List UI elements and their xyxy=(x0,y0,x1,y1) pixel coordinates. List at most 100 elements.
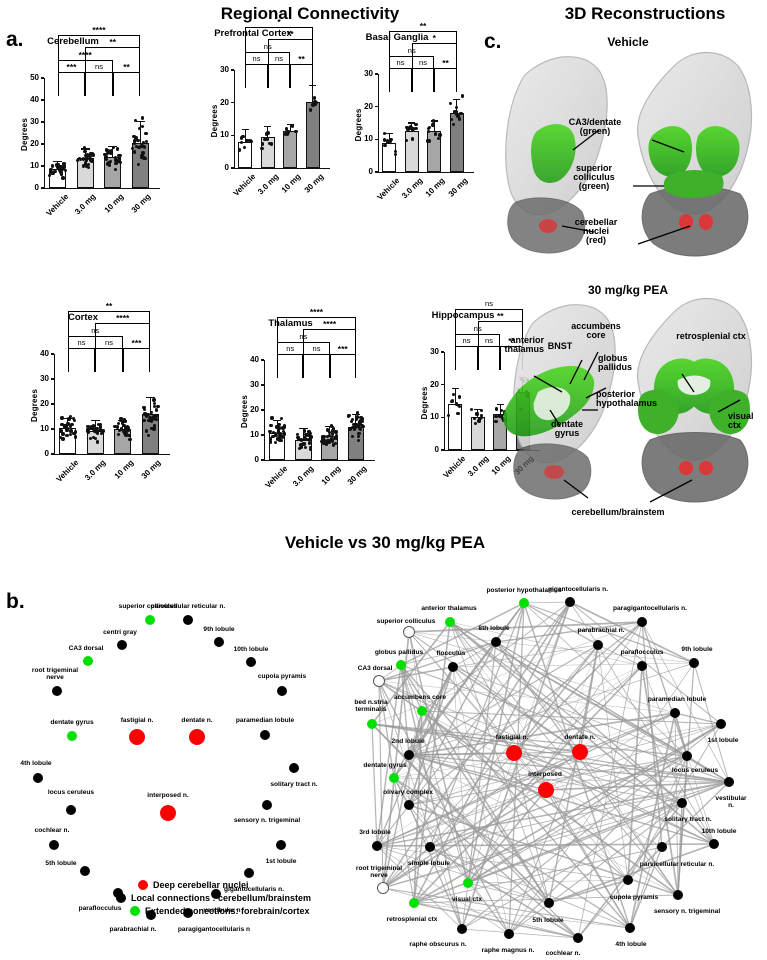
network-node-label: 10th lobule xyxy=(233,646,269,653)
significance-label: **** xyxy=(323,319,337,329)
data-point xyxy=(98,425,102,429)
network-node[interactable] xyxy=(565,597,575,607)
network-node[interactable] xyxy=(372,841,382,851)
network-node[interactable] xyxy=(276,840,286,850)
network-node[interactable] xyxy=(593,640,603,650)
data-point xyxy=(313,103,318,107)
network-node[interactable] xyxy=(724,777,734,787)
network-node[interactable] xyxy=(625,923,635,933)
data-point xyxy=(72,418,77,423)
data-point xyxy=(148,415,152,420)
x-axis xyxy=(444,450,540,452)
network-node[interactable] xyxy=(377,882,389,894)
network-node[interactable] xyxy=(396,660,406,670)
network-node[interactable] xyxy=(214,637,224,647)
network-node[interactable] xyxy=(211,889,221,899)
data-point xyxy=(382,131,387,136)
network-node[interactable] xyxy=(183,908,193,918)
network-node-label: globus pallidus xyxy=(374,649,424,656)
network-node[interactable] xyxy=(244,868,254,878)
network-node[interactable] xyxy=(404,750,414,760)
data-point xyxy=(145,412,150,417)
network-node[interactable] xyxy=(146,910,156,920)
data-point xyxy=(456,404,461,408)
data-point xyxy=(271,434,275,439)
network-node[interactable] xyxy=(277,686,287,696)
network-node[interactable] xyxy=(67,731,77,741)
data-point xyxy=(410,126,414,130)
network-node[interactable] xyxy=(49,840,59,850)
network-node[interactable] xyxy=(183,615,193,625)
network-node[interactable] xyxy=(80,866,90,876)
error-bar xyxy=(149,397,151,414)
network-node[interactable] xyxy=(403,626,415,638)
data-point xyxy=(331,427,336,431)
network-node[interactable] xyxy=(117,640,127,650)
network-node[interactable] xyxy=(716,719,726,729)
network-node[interactable] xyxy=(367,719,377,729)
network-node[interactable] xyxy=(404,800,414,810)
network-node[interactable] xyxy=(189,729,205,745)
network-node[interactable] xyxy=(260,730,270,740)
error-cap xyxy=(272,420,282,422)
label-bnst: BNST xyxy=(547,341,573,351)
data-point xyxy=(352,427,357,431)
network-node[interactable] xyxy=(160,805,176,821)
network-node[interactable] xyxy=(262,800,272,810)
network-node[interactable] xyxy=(289,763,299,773)
network-node[interactable] xyxy=(623,875,633,885)
network-node[interactable] xyxy=(33,773,43,783)
data-point xyxy=(448,101,453,105)
network-node[interactable] xyxy=(670,708,680,718)
network-node[interactable] xyxy=(445,617,455,627)
network-node[interactable] xyxy=(409,898,419,908)
data-point xyxy=(265,137,269,141)
data-point xyxy=(107,161,111,165)
network-node[interactable] xyxy=(544,898,554,908)
network-node[interactable] xyxy=(417,706,427,716)
network-node[interactable] xyxy=(463,878,473,888)
network-node[interactable] xyxy=(637,617,647,627)
data-point xyxy=(134,145,138,149)
data-point xyxy=(302,429,307,433)
data-point xyxy=(118,418,122,423)
network-node[interactable] xyxy=(83,656,93,666)
network-node[interactable] xyxy=(373,675,385,687)
network-node[interactable] xyxy=(519,598,529,608)
y-tick xyxy=(40,99,44,101)
data-point xyxy=(326,438,330,443)
network-node[interactable] xyxy=(682,751,692,761)
network-node[interactable] xyxy=(52,686,62,696)
significance-label: ** xyxy=(286,29,294,39)
network-node[interactable] xyxy=(538,782,554,798)
panel-letter-c: c. xyxy=(484,30,502,53)
network-node[interactable] xyxy=(572,744,588,760)
data-point xyxy=(260,142,264,146)
data-point xyxy=(152,404,156,409)
y-tick-label: 0 xyxy=(44,449,49,458)
network-node[interactable] xyxy=(677,798,687,808)
network-node[interactable] xyxy=(637,661,647,671)
network-node[interactable] xyxy=(491,637,501,647)
network-node[interactable] xyxy=(425,842,435,852)
significance-bracket xyxy=(389,30,457,92)
network-node[interactable] xyxy=(129,729,145,745)
network-node[interactable] xyxy=(448,662,458,672)
network-node[interactable] xyxy=(389,773,399,783)
network-node[interactable] xyxy=(709,839,719,849)
network-node[interactable] xyxy=(657,842,667,852)
network-node[interactable] xyxy=(673,890,683,900)
network-node[interactable] xyxy=(504,929,514,939)
network-node[interactable] xyxy=(573,933,583,943)
data-point xyxy=(154,414,158,418)
y-tick xyxy=(40,187,44,189)
network-node[interactable] xyxy=(145,615,155,625)
network-node[interactable] xyxy=(457,924,467,934)
network-node-label: paramedian lobule xyxy=(235,717,295,724)
data-point xyxy=(136,139,140,143)
network-node[interactable] xyxy=(66,805,76,815)
network-node[interactable] xyxy=(689,658,699,668)
network-node[interactable] xyxy=(246,657,256,667)
network-node[interactable] xyxy=(506,745,522,761)
